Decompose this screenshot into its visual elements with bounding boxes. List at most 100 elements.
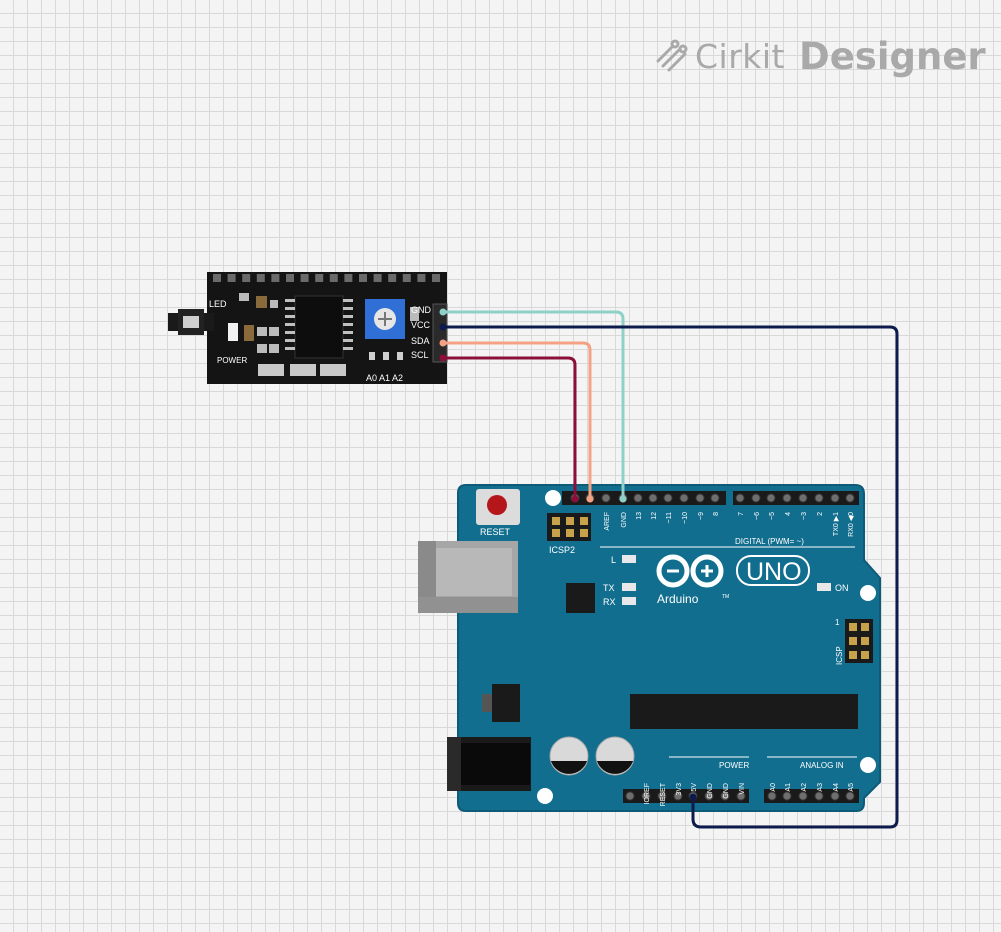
mount-hole [860, 585, 876, 601]
digital-pin-label: 8 [713, 512, 720, 516]
header-pin[interactable] [766, 493, 776, 503]
pin-label-vcc: VCC [411, 320, 431, 330]
wire-sda[interactable] [443, 341, 592, 499]
power-pin-label: RESET [660, 782, 667, 806]
header-pin[interactable] [704, 791, 714, 801]
lcd-address-labels: A0 A1 A2 [366, 373, 403, 383]
lcd-header-pin [213, 274, 221, 282]
trademark: TM [722, 594, 729, 600]
header-pin[interactable] [625, 791, 635, 801]
smd-component [269, 344, 279, 353]
brand-cirkit: Cirkit [695, 36, 785, 76]
analog-pin-label: A0 [770, 783, 777, 792]
header-pin[interactable] [782, 493, 792, 503]
lcd-top-header [213, 274, 440, 282]
wire-vcc[interactable] [443, 325, 899, 829]
analog-pin-label: A3 [817, 783, 824, 792]
smd-component [257, 344, 267, 353]
lcd-header-pin [315, 274, 324, 282]
lcd-header-pin [417, 274, 426, 282]
header-pin[interactable] [798, 791, 808, 801]
lcd-header-pin [432, 274, 440, 282]
header-pin[interactable] [830, 791, 840, 801]
pcf8574-chip [285, 295, 353, 359]
lcd-power-label: POWER [217, 356, 247, 365]
lcd-header-pin [344, 274, 353, 282]
wire-end-dot [586, 495, 594, 503]
digital-pin-label: 4 [785, 512, 792, 516]
header-pin[interactable] [720, 791, 730, 801]
digital-pin-label: ~6 [754, 512, 761, 520]
lcd-header-pin [242, 274, 251, 282]
board-outline [457, 484, 881, 812]
header-pin[interactable] [830, 493, 840, 503]
digital-pin-label: ~11 [666, 512, 673, 523]
digital-pin-label: AREF [604, 512, 611, 531]
reset-button[interactable] [476, 489, 520, 525]
wires [439, 308, 899, 829]
header-pin[interactable] [695, 493, 705, 503]
lcd-header-pin [256, 274, 265, 282]
digital-header-right [733, 491, 859, 505]
digital-pin-label: 12 [651, 512, 658, 520]
brand-logo: Cirkit Designer [655, 34, 986, 78]
power-pin-label: VIN [739, 783, 746, 795]
icsp-pin1-label: 1 [835, 618, 840, 627]
header-pin[interactable] [648, 493, 658, 503]
capacitor [595, 736, 635, 776]
smd-component [239, 293, 249, 301]
header-pin[interactable] [710, 493, 720, 503]
header-pin[interactable] [657, 791, 667, 801]
led-on-label: ON [835, 583, 849, 593]
smd-component [269, 327, 279, 336]
header-pin[interactable] [736, 791, 746, 801]
header-pin[interactable] [673, 791, 683, 801]
power-pin-label: 5V [691, 783, 698, 792]
brand-designer: Designer [799, 34, 986, 78]
wire-end-dot [619, 495, 627, 503]
wire-gnd[interactable] [443, 310, 625, 499]
digital-pin-label: TX0 ▶1 [833, 512, 840, 536]
icsp-header [845, 619, 873, 663]
icsp2-header [547, 513, 591, 541]
cirkit-logo-icon [656, 39, 688, 72]
lcd-header-pin [300, 274, 309, 282]
reset-label: RESET [480, 527, 511, 537]
header-pin[interactable] [798, 493, 808, 503]
contrast-potentiometer[interactable] [365, 299, 405, 339]
smd-component [256, 296, 267, 308]
header-pin[interactable] [633, 493, 643, 503]
mount-hole [860, 757, 876, 773]
atmega328p-chip [630, 694, 858, 729]
header-pin[interactable] [641, 791, 651, 801]
header-pin[interactable] [782, 791, 792, 801]
smd-component [257, 327, 267, 336]
header-pin[interactable] [679, 493, 689, 503]
header-pin[interactable] [814, 791, 824, 801]
header-pin[interactable] [735, 493, 745, 503]
header-pin[interactable] [845, 791, 855, 801]
lcd-header-pin [286, 274, 294, 282]
power-header [623, 789, 749, 803]
header-pin[interactable] [767, 791, 777, 801]
digital-pin-label: GND [621, 512, 628, 528]
digital-pin-label: ~10 [682, 512, 689, 524]
led-tx [622, 583, 636, 591]
header-pin[interactable] [814, 493, 824, 503]
analog-pin-label: A5 [848, 783, 855, 792]
i2c-pin-header [432, 303, 448, 363]
analog-pin-label: A1 [785, 783, 792, 792]
analog-pin-label: A4 [833, 783, 840, 792]
smd-component [270, 300, 278, 308]
wire-scl[interactable] [443, 356, 577, 499]
arduino-uno-board[interactable]: RESET ICSP2 L TX [418, 484, 881, 812]
header-pin[interactable] [663, 493, 673, 503]
arduino-logo-text: Arduino [657, 592, 699, 606]
lcd-i2c-module[interactable]: LED [168, 272, 448, 384]
header-pin[interactable] [601, 493, 611, 503]
power-pin-label: IOREF [644, 783, 651, 804]
header-pin[interactable] [751, 493, 761, 503]
dc-power-jack [447, 737, 531, 791]
header-pin[interactable] [845, 493, 855, 503]
